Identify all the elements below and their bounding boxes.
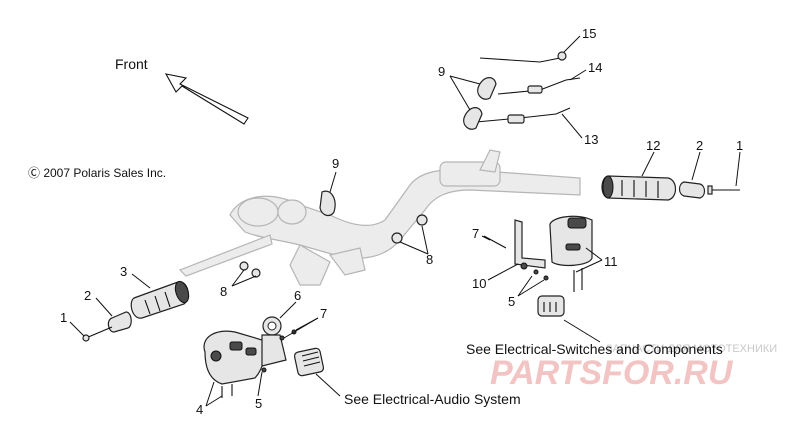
callout-15: 15 [582, 26, 596, 41]
left-grip [130, 280, 190, 319]
callout-13: 13 [584, 132, 598, 147]
callout-9-top: 9 [438, 64, 445, 79]
callout-numbers: 1 2 3 4 5 6 7 8 9 8 7 10 5 11 9 15 14 13… [60, 26, 743, 417]
right-switch-assembly [483, 215, 593, 292]
callout-3: 3 [120, 264, 127, 279]
callout-leaders [69, 35, 741, 407]
handlebar-ghost [178, 149, 581, 286]
callout-12: 12 [646, 138, 660, 153]
watermark-small: ЗАПЧАСТИ ДЛЯ МОТОТЕХНИКИ [606, 343, 777, 355]
left-bar-end [82, 311, 132, 342]
throttle-cables [463, 51, 581, 130]
right-grip [601, 175, 677, 201]
callout-1-right: 1 [736, 138, 743, 153]
right-bar-end [678, 181, 740, 199]
audio-switch-pad [293, 347, 325, 377]
callout-6: 6 [294, 288, 301, 303]
callout-5-left: 5 [255, 396, 262, 411]
callout-7-right: 7 [472, 226, 479, 241]
front-arrow-icon [164, 73, 249, 125]
electrical-switch-pad [537, 295, 565, 317]
clamp-part [261, 316, 297, 373]
watermark-logo: PARTSFOR.RU [490, 354, 734, 392]
callout-5-right: 5 [508, 294, 515, 309]
callout-7-left: 7 [320, 306, 327, 321]
callout-8-right: 8 [426, 252, 433, 267]
callout-11: 11 [604, 254, 618, 269]
callout-2-right: 2 [696, 138, 703, 153]
callout-4: 4 [196, 402, 203, 417]
callout-9-mid: 9 [332, 156, 339, 171]
left-switch-housing [203, 330, 266, 398]
mid-clips [239, 190, 428, 278]
callout-1-left: 1 [60, 310, 67, 325]
callout-10: 10 [472, 276, 486, 291]
callout-14: 14 [588, 60, 602, 75]
front-label: Front [115, 56, 148, 72]
callout-8-left: 8 [220, 284, 227, 299]
note-audio: See Electrical-Audio System [344, 391, 521, 407]
copyright-text: Ⓒ 2007 Polaris Sales Inc. [28, 166, 166, 180]
callout-2-left: 2 [84, 288, 91, 303]
note-switches: See Electrical-Switches and Components [466, 341, 723, 357]
